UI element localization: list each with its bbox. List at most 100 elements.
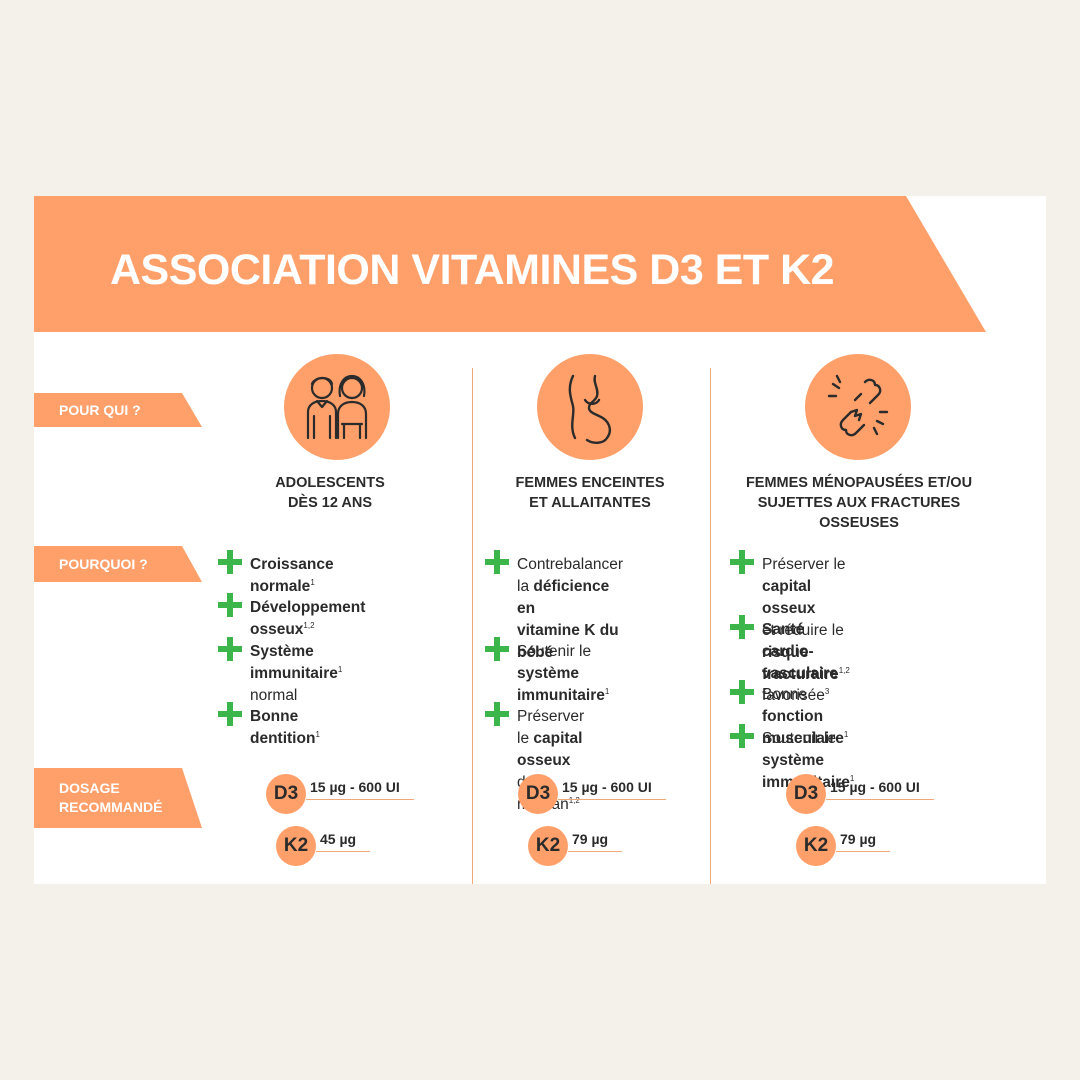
benefit-text-regular: Bonne bbox=[762, 686, 807, 703]
benefit-line: Contrebalancer bbox=[517, 554, 623, 576]
pregnant-woman-icon bbox=[537, 354, 643, 460]
column-title-line: SUJETTES AUX FRACTURES bbox=[757, 495, 961, 511]
benefit-text-regular: Soutenir le bbox=[762, 730, 837, 747]
column-title-line: ADOLESCENTS bbox=[275, 475, 385, 491]
benefit-text-bold: Développement osseux bbox=[250, 599, 366, 638]
row-label-dosage-text: DOSAGE RECOMMANDÉ bbox=[59, 779, 162, 817]
benefit-text-bold: déficience en bbox=[517, 578, 610, 617]
dose-badge: D3 bbox=[266, 774, 306, 814]
benefit-text-regular: Soutenir le bbox=[517, 643, 592, 660]
benefit-line: Préserver le capital bbox=[517, 706, 584, 750]
benefit-text-regular: normal bbox=[250, 687, 298, 704]
dose-value: 15 µg - 600 UI bbox=[558, 779, 666, 800]
benefit-text-bold: Bonne dentition bbox=[250, 708, 316, 747]
benefit-text-regular: Préserver le bbox=[517, 708, 585, 747]
column-title-line: OSSEUSES bbox=[819, 515, 899, 531]
reference-superscript: 1 bbox=[604, 686, 610, 696]
plus-icon bbox=[485, 550, 509, 574]
dose-badge: K2 bbox=[796, 826, 836, 866]
dose-badge: K2 bbox=[276, 826, 316, 866]
benefit-line: Santé cardio-vasculaire bbox=[762, 619, 838, 685]
benefit-item: Bonne fonction musculaire1 bbox=[730, 680, 848, 750]
reference-superscript: 1 bbox=[337, 664, 343, 674]
plus-icon bbox=[485, 702, 509, 726]
dose-badge: K2 bbox=[528, 826, 568, 866]
benefit-line: favorisée3 bbox=[762, 685, 838, 707]
benefit-text-bold: vitamine K du bébé bbox=[517, 622, 619, 661]
benefit-line: normal bbox=[250, 685, 342, 707]
row-label-dosage-line1: DOSAGE bbox=[59, 780, 120, 796]
reference-superscript: 1,2 bbox=[838, 665, 850, 675]
row-label-dosage-line2: RECOMMANDÉ bbox=[59, 799, 163, 815]
column-title-line: DÈS 12 ANS bbox=[287, 495, 373, 511]
column-title-line: FEMMES ENCEINTES bbox=[515, 475, 665, 491]
benefit-text-bold: capital bbox=[533, 730, 583, 747]
benefit-line: Bonne dentition1 bbox=[250, 706, 320, 750]
benefit-text-regular: Préserver le bbox=[762, 556, 846, 573]
benefit-line: Bonne fonction musculaire1 bbox=[762, 684, 848, 750]
benefit-text-bold: Système immunitaire bbox=[250, 643, 338, 682]
reference-superscript: 3 bbox=[824, 686, 830, 696]
infographic-card: ASSOCIATION VITAMINES D3 ET K2 POUR QUI … bbox=[34, 196, 1046, 884]
benefit-item: Bonne dentition1 bbox=[218, 702, 320, 750]
dose-value: 15 µg - 600 UI bbox=[826, 779, 934, 800]
benefit-line: Système immunitaire1 bbox=[250, 641, 342, 685]
reference-superscript: 1,2 bbox=[303, 620, 315, 630]
dose-value: 45 µg bbox=[316, 831, 371, 852]
reference-superscript: 1 bbox=[843, 729, 849, 739]
column-title-line: ET ALLAITANTES bbox=[529, 495, 651, 511]
benefit-text-bold: capital osseux bbox=[762, 578, 816, 617]
plus-icon bbox=[730, 724, 754, 748]
plus-icon bbox=[730, 550, 754, 574]
plus-icon bbox=[218, 593, 242, 617]
column-title-line: FEMMES MÉNOPAUSÉES ET/OU bbox=[745, 475, 973, 491]
plus-icon bbox=[730, 680, 754, 704]
column-title: FEMMES ENCEINTES ET ALLAITANTES bbox=[490, 473, 690, 513]
page-title: ASSOCIATION VITAMINES D3 ET K2 bbox=[110, 246, 835, 294]
plus-icon bbox=[218, 702, 242, 726]
reference-superscript: 1 bbox=[310, 577, 315, 587]
dose-value: 79 µg bbox=[836, 831, 891, 852]
plus-icon bbox=[218, 637, 242, 661]
row-label-pourquoi: POURQUOI ? bbox=[34, 546, 202, 582]
row-label-pour-qui-text: POUR QUI ? bbox=[59, 401, 141, 418]
benefit-text-regular: Contrebalancer bbox=[517, 556, 623, 573]
dose-value: 79 µg bbox=[568, 831, 623, 852]
benefit-line: la déficience en bbox=[517, 576, 623, 620]
benefit-text: Développement osseux1,2 bbox=[250, 597, 365, 641]
benefit-line: Préserver le capital osseux bbox=[762, 554, 850, 620]
benefit-item: Développement osseux1,2 bbox=[218, 593, 365, 641]
benefit-item: Croissance normale1 bbox=[218, 550, 334, 598]
benefit-line: Croissance normale1 bbox=[250, 554, 334, 598]
column-divider bbox=[472, 368, 473, 884]
benefit-text-bold: immunitaire bbox=[517, 687, 605, 704]
benefit-text-bold: fonction musculaire bbox=[762, 708, 844, 747]
benefit-line: Soutenir le système bbox=[517, 641, 609, 685]
benefit-line: immunitaire1 bbox=[517, 685, 609, 707]
column-divider bbox=[710, 368, 711, 884]
reference-superscript: 1 bbox=[849, 773, 855, 783]
benefit-text-regular: la bbox=[517, 578, 534, 595]
benefit-text-bold: Croissance normale bbox=[250, 556, 334, 595]
reference-superscript: 1,2 bbox=[568, 795, 580, 805]
benefit-text: Bonne dentition1 bbox=[250, 706, 320, 750]
plus-icon bbox=[218, 550, 242, 574]
benefit-line: vitamine K du bébé bbox=[517, 620, 623, 664]
title-banner: ASSOCIATION VITAMINES D3 ET K2 bbox=[34, 196, 986, 332]
row-label-dosage: DOSAGE RECOMMANDÉ bbox=[34, 768, 202, 828]
benefit-text-bold: risque fracturaire bbox=[762, 644, 839, 683]
dose-badge: D3 bbox=[786, 774, 826, 814]
plus-icon bbox=[730, 615, 754, 639]
